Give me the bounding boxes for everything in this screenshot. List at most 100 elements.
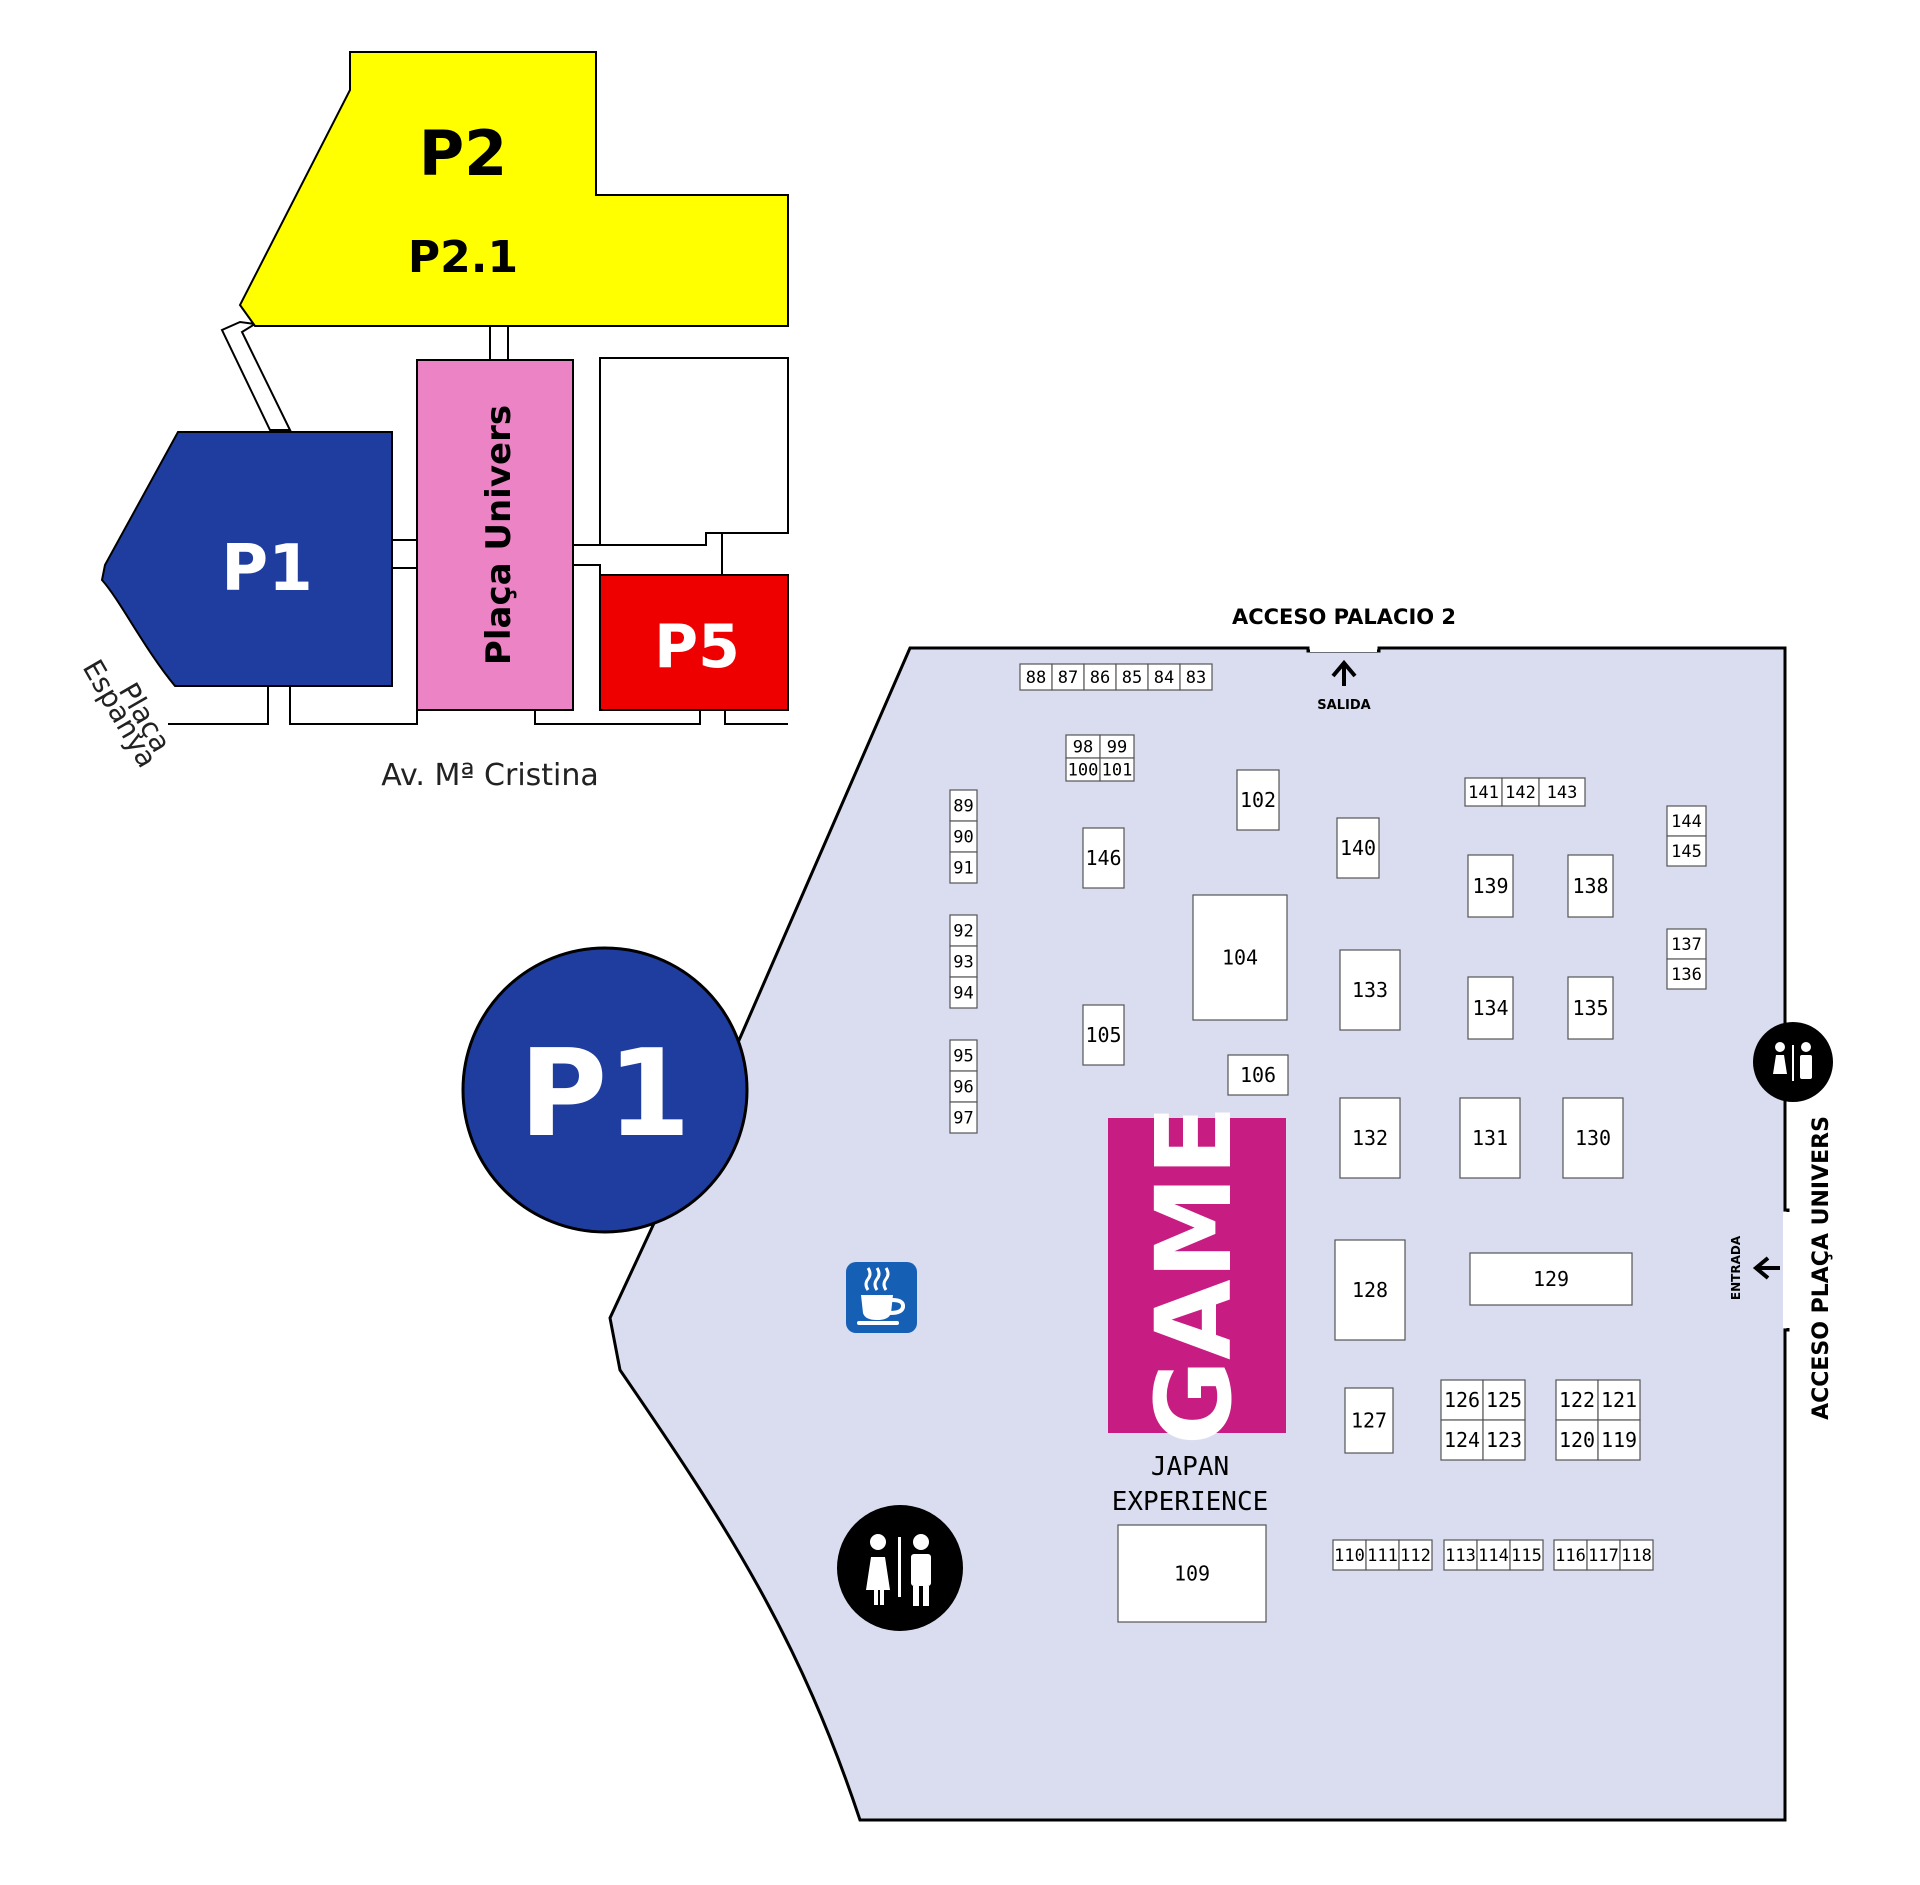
booth-137[interactable]: 137 bbox=[1666, 928, 1707, 960]
booth-number: 134 bbox=[1472, 996, 1508, 1020]
booth-box bbox=[949, 1039, 978, 1072]
booth-119[interactable]: 119 bbox=[1597, 1419, 1641, 1461]
booth-110[interactable]: 110 bbox=[1332, 1539, 1367, 1571]
booth-84[interactable]: 84 bbox=[1147, 663, 1181, 691]
building-p1[interactable] bbox=[100, 431, 393, 687]
booth-number: 142 bbox=[1505, 783, 1536, 803]
booth-box bbox=[1553, 1539, 1588, 1571]
booth-130[interactable]: 130 bbox=[1562, 1097, 1624, 1179]
booth-142[interactable]: 142 bbox=[1501, 777, 1540, 807]
booth-104[interactable]: 104 bbox=[1192, 894, 1288, 1021]
placa-univers[interactable] bbox=[416, 359, 574, 711]
booth-89[interactable]: 89 bbox=[949, 789, 978, 822]
booth-99[interactable]: 99 bbox=[1099, 734, 1135, 759]
booth-93[interactable]: 93 bbox=[949, 945, 978, 978]
booth-143[interactable]: 143 bbox=[1538, 777, 1586, 807]
booth-95[interactable]: 95 bbox=[949, 1039, 978, 1072]
booth-number: 135 bbox=[1572, 996, 1608, 1020]
booth-number: 104 bbox=[1222, 946, 1258, 970]
coffee-icon[interactable] bbox=[846, 1262, 917, 1333]
booth-box bbox=[1179, 663, 1213, 691]
booth-127[interactable]: 127 bbox=[1344, 1387, 1394, 1454]
booth-number: 113 bbox=[1445, 1546, 1476, 1566]
booth-135[interactable]: 135 bbox=[1567, 976, 1614, 1040]
booth-111[interactable]: 111 bbox=[1365, 1539, 1400, 1571]
booth-number: 144 bbox=[1671, 812, 1702, 832]
booth-122[interactable]: 122 bbox=[1555, 1379, 1599, 1421]
booth-116[interactable]: 116 bbox=[1553, 1539, 1588, 1571]
booth-117[interactable]: 117 bbox=[1586, 1539, 1621, 1571]
booth-number: 136 bbox=[1671, 965, 1702, 985]
booth-100[interactable]: 100 bbox=[1065, 757, 1101, 782]
booth-129[interactable]: 129 bbox=[1469, 1252, 1633, 1306]
japan-experience-label-1: JAPAN bbox=[1151, 1452, 1229, 1482]
booth-90[interactable]: 90 bbox=[949, 820, 978, 853]
booth-120[interactable]: 120 bbox=[1555, 1419, 1599, 1461]
booth-number: 109 bbox=[1174, 1562, 1210, 1586]
booth-140[interactable]: 140 bbox=[1336, 817, 1380, 879]
booth-number: 111 bbox=[1367, 1546, 1398, 1566]
booth-113[interactable]: 113 bbox=[1443, 1539, 1478, 1571]
booth-134[interactable]: 134 bbox=[1467, 976, 1514, 1040]
game-area[interactable] bbox=[1108, 1118, 1286, 1433]
booth-145[interactable]: 145 bbox=[1666, 835, 1707, 867]
booth-109[interactable]: 109 bbox=[1117, 1524, 1267, 1623]
booth-92[interactable]: 92 bbox=[949, 914, 978, 947]
booth-number: 99 bbox=[1107, 738, 1127, 758]
booth-101[interactable]: 101 bbox=[1099, 757, 1135, 782]
booth-number: 83 bbox=[1186, 668, 1206, 688]
booth-126[interactable]: 126 bbox=[1440, 1379, 1484, 1421]
booth-number: 145 bbox=[1671, 842, 1702, 862]
booth-125[interactable]: 125 bbox=[1482, 1379, 1526, 1421]
booth-box bbox=[1440, 1419, 1484, 1461]
booth-85[interactable]: 85 bbox=[1115, 663, 1149, 691]
booth-132[interactable]: 132 bbox=[1339, 1097, 1401, 1179]
booth-86[interactable]: 86 bbox=[1083, 663, 1117, 691]
booth-146[interactable]: 146 bbox=[1082, 827, 1125, 889]
booth-number: 146 bbox=[1085, 846, 1121, 870]
acceso-palacio-label: ACCESO PALACIO 2 bbox=[1232, 605, 1456, 629]
booth-138[interactable]: 138 bbox=[1567, 854, 1614, 918]
booth-number: 129 bbox=[1533, 1267, 1569, 1291]
booth-box bbox=[1227, 1054, 1289, 1096]
booth-box bbox=[1339, 1097, 1401, 1179]
booth-139[interactable]: 139 bbox=[1467, 854, 1514, 918]
booth-128[interactable]: 128 bbox=[1334, 1239, 1406, 1341]
booth-83[interactable]: 83 bbox=[1179, 663, 1213, 691]
booth-number: 97 bbox=[953, 1109, 973, 1129]
booth-112[interactable]: 112 bbox=[1398, 1539, 1433, 1571]
booth-102[interactable]: 102 bbox=[1236, 769, 1280, 831]
overview-map: P2 P2.1 P1 Plaça Univers P5 Av. Mª Crist… bbox=[76, 51, 789, 793]
booth-91[interactable]: 91 bbox=[949, 851, 978, 884]
booth-133[interactable]: 133 bbox=[1339, 949, 1401, 1031]
building-p5[interactable] bbox=[599, 574, 789, 711]
building-unnamed bbox=[599, 357, 789, 549]
booth-98[interactable]: 98 bbox=[1065, 734, 1101, 759]
booth-box bbox=[949, 820, 978, 853]
booth-94[interactable]: 94 bbox=[949, 976, 978, 1009]
restroom-icon[interactable] bbox=[1753, 1022, 1833, 1102]
booth-88[interactable]: 88 bbox=[1019, 663, 1053, 691]
booth-114[interactable]: 114 bbox=[1476, 1539, 1511, 1571]
booth-106[interactable]: 106 bbox=[1227, 1054, 1289, 1096]
booth-118[interactable]: 118 bbox=[1619, 1539, 1654, 1571]
booth-105[interactable]: 105 bbox=[1082, 1004, 1125, 1066]
booth-115[interactable]: 115 bbox=[1509, 1539, 1544, 1571]
booth-number: 96 bbox=[953, 1078, 973, 1098]
booth-136[interactable]: 136 bbox=[1666, 958, 1707, 990]
booth-141[interactable]: 141 bbox=[1464, 777, 1503, 807]
booth-96[interactable]: 96 bbox=[949, 1070, 978, 1103]
booth-121[interactable]: 121 bbox=[1597, 1379, 1641, 1421]
booth-123[interactable]: 123 bbox=[1482, 1419, 1526, 1461]
booth-box bbox=[1482, 1419, 1526, 1461]
booth-box bbox=[1666, 835, 1707, 867]
booth-box bbox=[1459, 1097, 1521, 1179]
booth-144[interactable]: 144 bbox=[1666, 805, 1707, 837]
booth-124[interactable]: 124 bbox=[1440, 1419, 1484, 1461]
building-p2[interactable] bbox=[238, 51, 789, 327]
restroom-icon[interactable] bbox=[837, 1505, 963, 1631]
booth-97[interactable]: 97 bbox=[949, 1101, 978, 1134]
booth-131[interactable]: 131 bbox=[1459, 1097, 1521, 1179]
booth-87[interactable]: 87 bbox=[1051, 663, 1085, 691]
